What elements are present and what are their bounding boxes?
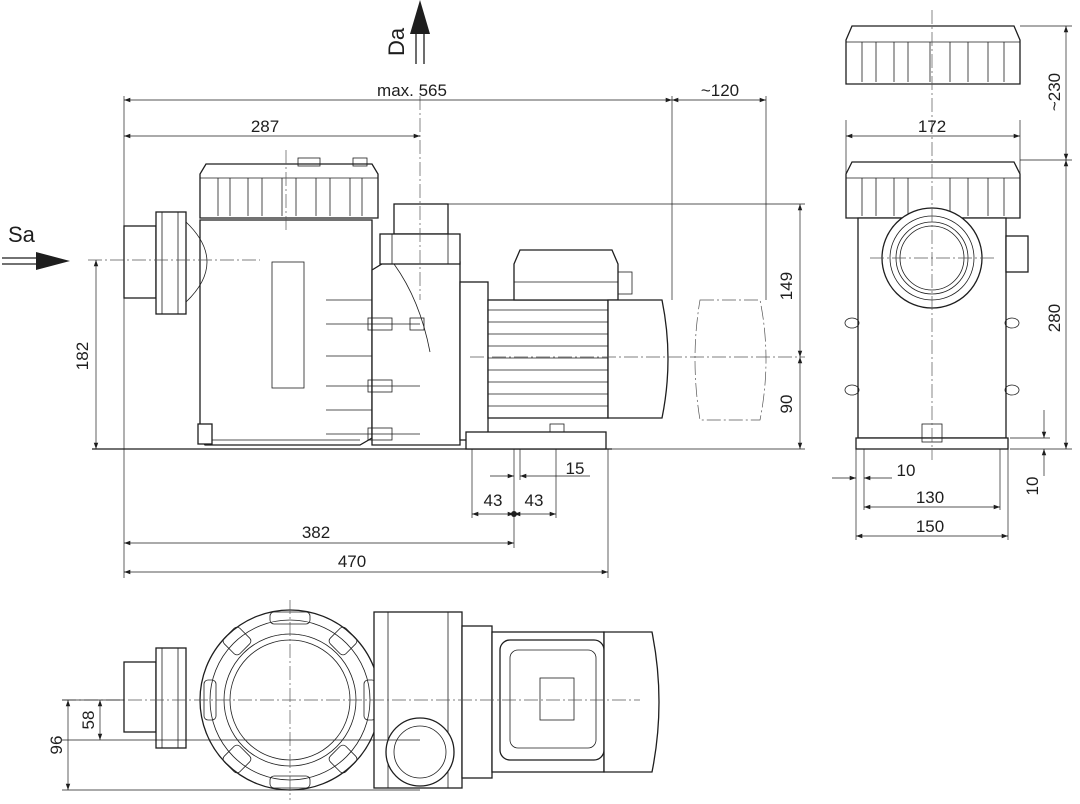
strainer-window: [271, 261, 305, 389]
plan-inlet-union: [155, 647, 187, 749]
motor-base: [465, 431, 607, 450]
end-view: [844, 10, 1029, 460]
dim-inlet-offset: 287: [251, 117, 279, 136]
dim-overall-length: 470: [338, 552, 366, 571]
front-foot: [197, 423, 213, 445]
motor-fins: [488, 309, 608, 407]
dim-height-axis: 149: [777, 272, 796, 300]
inlet-pipe: [123, 225, 157, 299]
plan-fan-cover: [603, 631, 660, 773]
end-lid-ribs: [861, 178, 1005, 216]
terminal-box: [513, 249, 619, 301]
lid-ribs: [217, 157, 368, 216]
dim-foot-hole: 15: [566, 459, 585, 478]
dim-plan-offset-small: 58: [79, 711, 98, 730]
side-view: [88, 96, 805, 450]
dim-base-outer: 150: [916, 517, 944, 536]
end-side-port: [1005, 235, 1029, 273]
strainer-lid: [199, 163, 379, 219]
dim-inlet-height: 182: [73, 342, 92, 370]
plan-view: [62, 600, 660, 800]
suction-arrow: [36, 252, 70, 270]
dim-max-length: max. 565: [377, 81, 447, 100]
motor-body: [487, 299, 609, 419]
outlet-pipe: [393, 203, 449, 235]
flow-arrows: [2, 0, 430, 270]
dim-motor-clearance: ~120: [701, 81, 739, 100]
dim-base-slot: 10: [897, 461, 916, 480]
motor-flange: [459, 281, 489, 441]
dim-foot-right: 43: [525, 491, 544, 510]
dim-top-clearance: ~230: [1045, 73, 1064, 111]
strainer-body: [199, 219, 373, 446]
dim-base-height: 10: [1023, 477, 1042, 496]
dim-base-inner: 130: [916, 488, 944, 507]
dim-total-height: 280: [1045, 304, 1064, 332]
dim-plan-offset-large: 96: [47, 736, 66, 755]
plan-lid-lugs: [203, 611, 377, 789]
housing-bolts: [326, 299, 425, 441]
end-view-dimensions: [832, 25, 1072, 540]
plan-terminal-cover: [539, 677, 575, 721]
dim-foot-spacing: 382: [302, 523, 330, 542]
plan-motor-flange: [461, 625, 493, 779]
discharge-arrow: [410, 0, 430, 34]
dim-housing-width: 172: [918, 117, 946, 136]
dim-foot-left: 43: [484, 491, 503, 510]
dim-axis-height: 90: [777, 395, 796, 414]
motor-removal-ghost: [694, 299, 767, 421]
pump-housing: [371, 261, 461, 446]
inlet-union: [155, 211, 187, 315]
suction-label: Sa: [8, 222, 36, 247]
removed-lid-ribs: [861, 42, 1005, 82]
fan-cover: [607, 299, 669, 419]
side-view-dimensions: [93, 96, 805, 578]
discharge-label: Da: [384, 27, 409, 56]
plan-inlet-pipe: [123, 661, 157, 733]
plan-outlet: [385, 717, 455, 787]
removed-lid: [845, 25, 1021, 85]
plan-view-dimensions: [62, 699, 420, 791]
